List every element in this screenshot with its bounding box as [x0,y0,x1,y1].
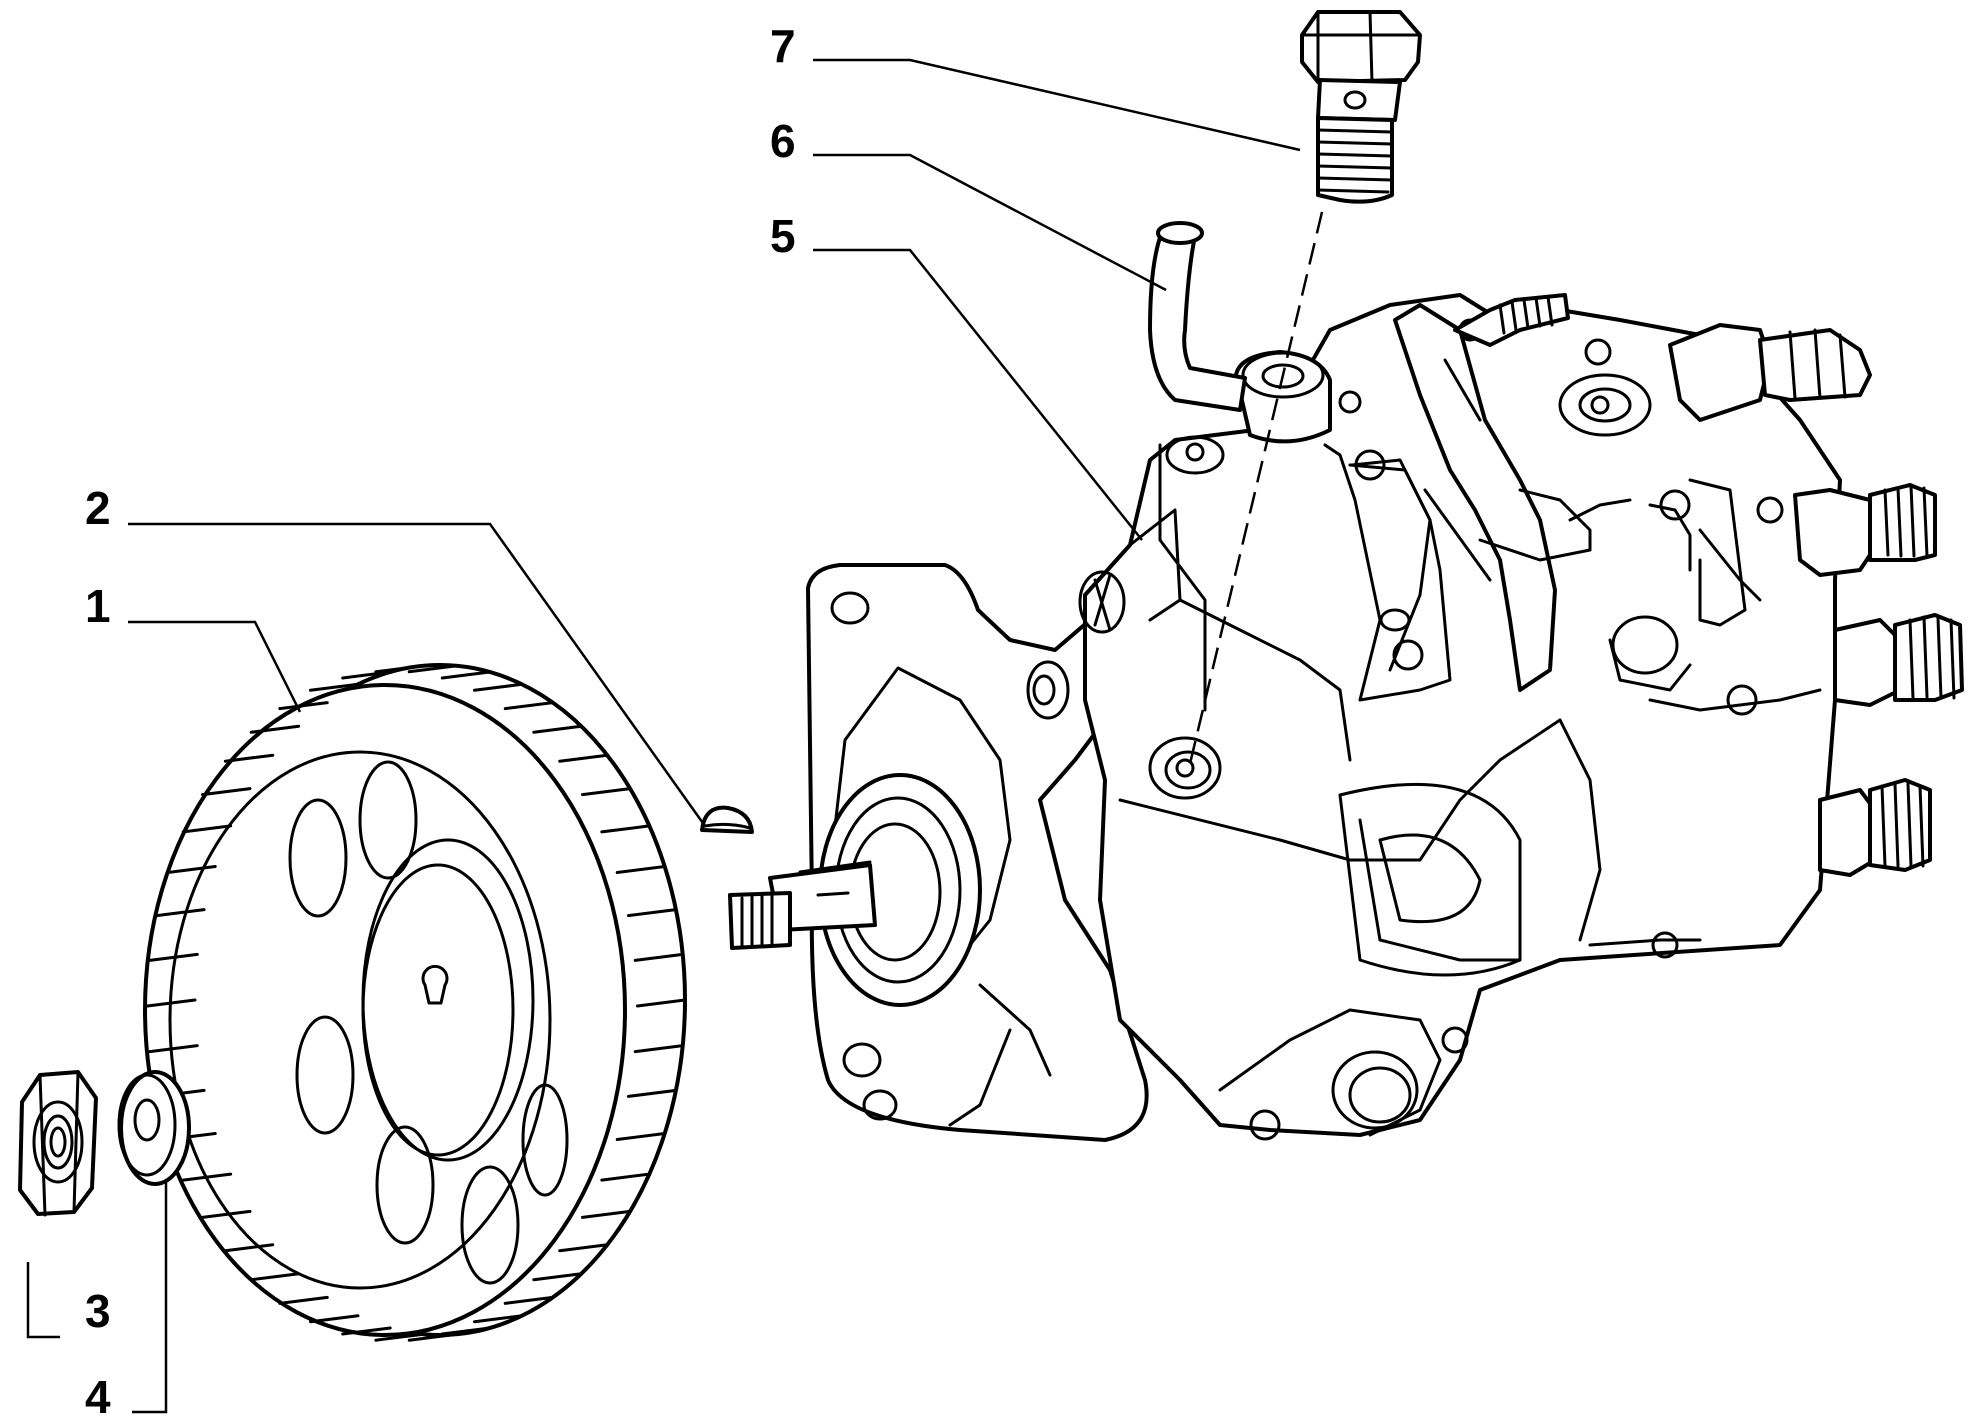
pulley-tooth [309,682,360,692]
pulley-tooth [532,1272,583,1282]
pulley-tooth [249,1272,301,1282]
part-1-timing-pulley [143,663,687,1342]
pulley-tooth [341,670,392,680]
pulley-tooth [181,824,233,834]
pulley-tooth [155,908,206,918]
leader-lines [26,58,1301,1414]
callout-1: 1 [85,580,111,632]
pulley-tooth [374,1332,425,1342]
leader-5 [813,248,1143,541]
pulley-tooth [201,787,252,797]
pulley-tooth [309,1314,360,1324]
pulley-tooth [636,998,687,1008]
pulley-tooth [503,1295,555,1305]
pulley-tooth [473,1314,524,1324]
pulley-tooth [223,753,275,763]
callout-labels: 1 2 3 4 5 6 7 [85,20,796,1421]
callout-7: 7 [770,20,796,72]
pulley-tooth [166,865,217,874]
pulley-tooth [615,865,667,874]
callout-6: 6 [770,115,796,167]
pulley-tooth [201,1209,252,1219]
leader-3 [26,1262,60,1339]
part-7-banjo-bolt [1186,10,1422,773]
part-2-woodruff-key [700,805,754,834]
pulley-tooth [407,1332,459,1342]
pulley-tooth [532,724,583,734]
callout-5: 5 [770,210,796,262]
pulley-tooth [633,952,685,962]
pulley-tooth [278,1295,329,1305]
pulley-tooth [407,664,459,674]
pulley-tooth [148,1044,199,1054]
leader-6 [813,153,1167,292]
callout-3: 3 [85,1285,111,1337]
leader-7 [813,58,1301,152]
pulley-tooth [278,701,329,711]
leader-2 [128,522,707,827]
pulley-tooth [600,824,651,834]
callout-4: 4 [85,1371,111,1421]
leader-4 [132,1180,168,1414]
pulley-tooth [440,1326,492,1336]
pulley-tooth [148,952,199,962]
part-3-nut [18,1070,98,1217]
part-6-fuel-pipe [1148,221,1247,412]
pulley-tooth [558,1243,609,1253]
pulley-tooth [473,682,524,692]
pulley-tooth [223,1243,275,1253]
pulley-tooth [374,664,425,674]
pulley-tooth [581,787,632,797]
pulley-tooth [581,1209,632,1219]
pulley-tooth [558,753,609,763]
pulley-tooth [633,1044,685,1054]
part-5-injection-pump [728,293,1964,1142]
pulley-tooth [503,701,555,711]
pulley-tooth [440,670,492,680]
callout-2: 2 [85,482,111,534]
pulley-tooth [626,908,678,918]
pulley-tooth [615,1132,667,1141]
pulley-tooth [341,1326,392,1336]
pulley-tooth [626,1088,678,1098]
part-4-washer [117,1070,191,1186]
leader-1 [128,620,302,713]
pulley-tooth [249,724,301,734]
pulley-tooth [600,1172,651,1182]
